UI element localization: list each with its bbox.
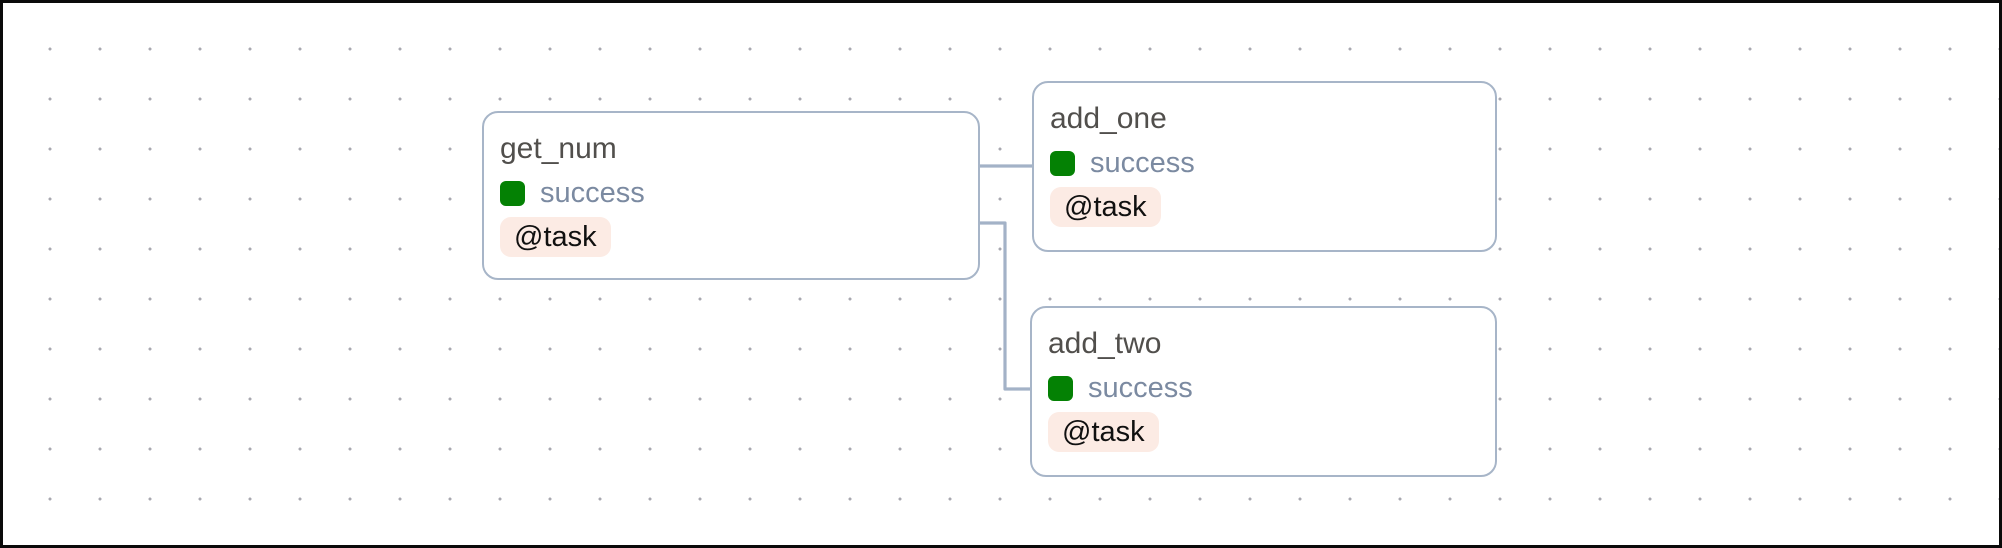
task-operator-chip: @task — [1048, 412, 1159, 452]
task-operator-chip: @task — [500, 217, 611, 257]
task-state-row: success — [500, 176, 962, 209]
task-state-label: success — [1088, 371, 1193, 404]
task-state-row: success — [1050, 146, 1479, 179]
task-name: add_one — [1050, 102, 1167, 135]
task-state-row: success — [1048, 371, 1479, 404]
success-status-icon — [1050, 150, 1075, 176]
task-state-label: success — [1090, 146, 1195, 179]
task-name: get_num — [500, 132, 617, 165]
task-node-get-num[interactable]: get_num success @task — [482, 111, 980, 280]
task-state-label: success — [540, 176, 645, 209]
task-node-add-two[interactable]: add_two success @task — [1030, 306, 1497, 477]
task-operator-chip: @task — [1050, 187, 1161, 227]
success-status-icon — [500, 180, 525, 206]
success-status-icon — [1048, 375, 1073, 401]
task-node-add-one[interactable]: add_one success @task — [1032, 81, 1497, 252]
task-name: add_two — [1048, 327, 1162, 360]
edge-get-num-to-add-two — [980, 221, 1032, 391]
